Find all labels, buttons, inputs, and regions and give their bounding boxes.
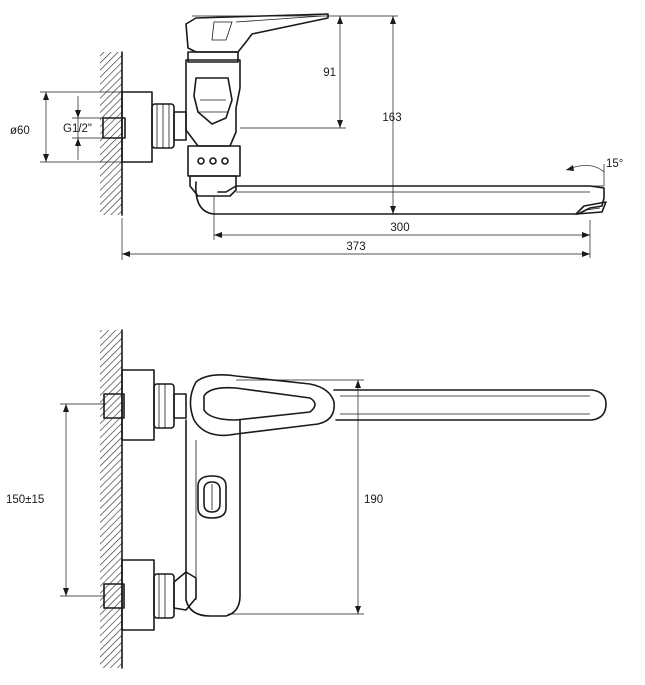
handle-and-spout-top <box>189 374 607 437</box>
top-down-view: 150±15 190 <box>6 329 607 669</box>
dim-center-distance: 150±15 <box>6 494 44 506</box>
side-view: 91 163 300 373 ø60 G1/2" 15° <box>10 13 623 260</box>
faucet-body-top <box>185 419 241 617</box>
lever-handle-side <box>185 13 329 63</box>
dim-body-length: 190 <box>364 494 383 506</box>
spout-side <box>195 181 607 215</box>
dim-spout-angle: 15° <box>606 158 623 170</box>
dim-diameter: ø60 <box>10 125 30 137</box>
dim-handle-height: 91 <box>323 67 336 79</box>
dim-total-height: 163 <box>382 112 401 124</box>
dim-total-reach: 373 <box>346 241 365 253</box>
dimension-lines-bottom <box>60 379 364 615</box>
dimension-lines-top <box>40 15 605 260</box>
dim-spout-reach: 300 <box>390 222 409 234</box>
dim-thread: G1/2" <box>63 123 92 135</box>
faucet-body-side <box>185 59 241 197</box>
upper-connector <box>103 369 187 441</box>
wall-bottom <box>100 329 123 669</box>
